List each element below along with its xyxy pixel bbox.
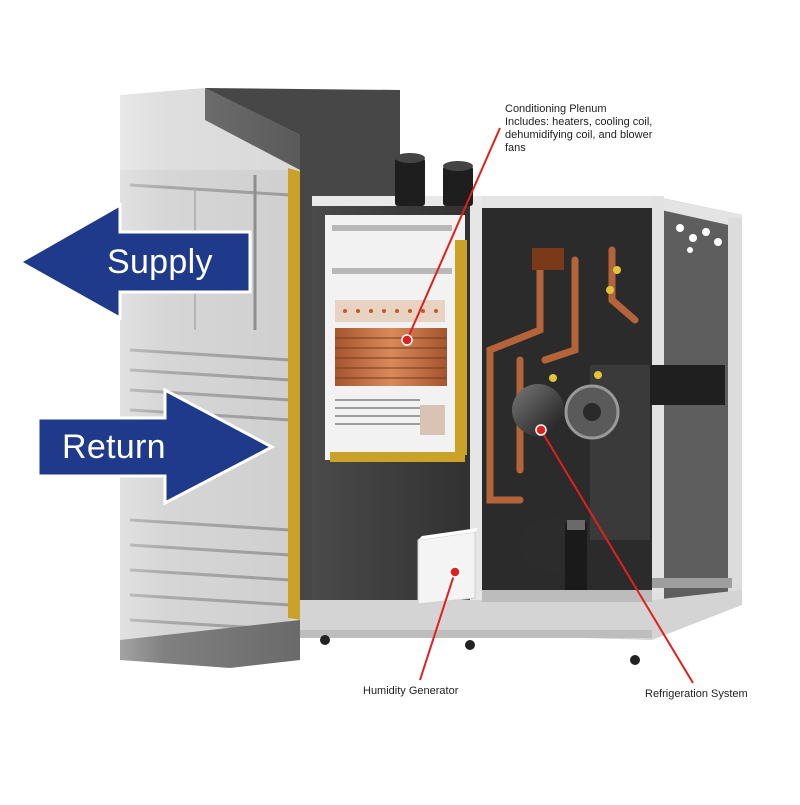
refrigeration-leader-dot [535,424,547,436]
leader-lines [406,127,694,684]
humidity-generator [417,528,478,605]
refrigeration-system-label: Refrigeration System [645,688,748,700]
supply-arrow [16,202,252,321]
plenum-callout-line: Includes: heaters, cooling coil, [505,116,653,128]
humidity-leader-line [419,571,456,681]
plenum-callout-line: dehumidifying coil, and blower [505,129,653,141]
plenum-callout-line: fans [505,142,526,154]
refrigeration-leader-line [540,429,694,684]
plenum-leader-dot [401,334,413,346]
plenum-callout-line: Conditioning Plenum [505,103,607,115]
test-chamber [0,60,300,700]
humidity-leader-dot [449,566,461,578]
refrigeration-system [482,246,732,602]
plenum-callout: Conditioning Plenum Includes: heaters, c… [505,103,652,155]
conditioning-plenum [325,215,467,462]
return-label: Return [62,428,166,466]
humidity-generator-label: Humidity Generator [363,685,459,697]
return-arrow [36,387,276,506]
supply-label: Supply [107,243,213,281]
plenum-leader-line [406,127,501,341]
